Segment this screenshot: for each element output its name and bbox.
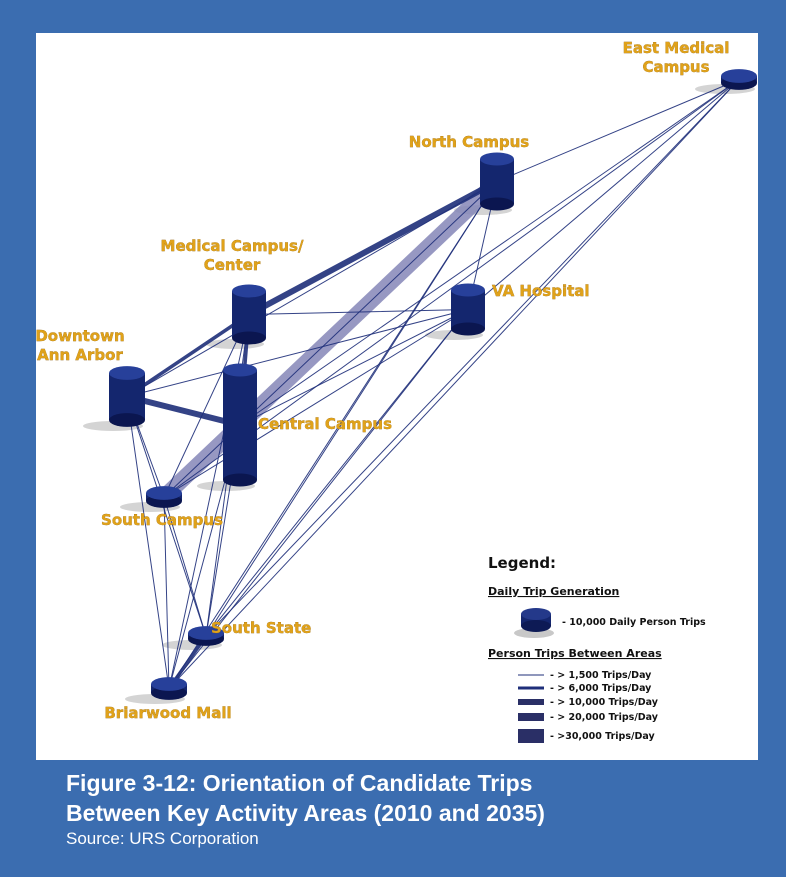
trip-edge bbox=[239, 79, 740, 426]
trip-edge bbox=[163, 181, 498, 498]
trip-edge bbox=[126, 396, 170, 689]
trip-edge bbox=[125, 312, 251, 399]
node-label-va-hospital: VA Hospital bbox=[492, 282, 590, 300]
node-label-medical-campus: Medical Campus/Center bbox=[161, 237, 304, 274]
legend-between-heading: Person Trips Between Areas bbox=[488, 647, 662, 660]
node-cylinder-downtown bbox=[109, 366, 145, 427]
trip-edge bbox=[168, 309, 469, 689]
legend-line-item: - >30,000 Trips/Day bbox=[550, 731, 655, 742]
node-cylinder-central-campus bbox=[223, 363, 257, 487]
node-label-north-campus: North Campus bbox=[409, 133, 530, 151]
trip-edge bbox=[163, 496, 170, 689]
node-cylinder-south-state bbox=[188, 626, 224, 646]
caption-title-line-1: Figure 3-12: Orientation of Candidate Tr… bbox=[66, 770, 533, 796]
trip-edge bbox=[163, 496, 207, 637]
legend-cylinder-icon bbox=[514, 608, 554, 638]
legend-line-swatch bbox=[518, 686, 544, 690]
trip-edge bbox=[163, 79, 740, 498]
trip-edge bbox=[126, 309, 469, 397]
trip-edge bbox=[248, 309, 469, 315]
legend-line-swatch bbox=[518, 699, 544, 705]
legend-line-item: - > 6,000 Trips/Day bbox=[550, 683, 652, 694]
legend-title: Legend: bbox=[488, 554, 556, 572]
legend-line-item: - > 1,500 Trips/Day bbox=[550, 670, 652, 681]
trip-edge bbox=[467, 79, 740, 310]
trip-edge bbox=[246, 178, 500, 318]
node-cylinder-va-hospital bbox=[451, 283, 485, 336]
node-cylinder-medical-campus bbox=[232, 284, 266, 345]
trip-edge bbox=[126, 396, 207, 637]
trip-edge bbox=[163, 309, 469, 498]
trip-edge bbox=[124, 393, 243, 428]
trip-edge bbox=[163, 314, 250, 498]
node-cylinder-east-medical bbox=[721, 69, 757, 90]
caption-source: Source: URS Corporation bbox=[66, 829, 259, 848]
trip-edges bbox=[124, 79, 740, 691]
trip-edge bbox=[205, 309, 469, 637]
node-label-south-campus: South Campus bbox=[101, 511, 223, 529]
legend-trip-generation-heading: Daily Trip Generation bbox=[488, 585, 619, 598]
legend: Legend: Daily Trip Generation - 10,000 D… bbox=[488, 554, 706, 743]
trip-edge bbox=[205, 79, 740, 637]
trip-edge bbox=[239, 309, 469, 426]
caption-title-line-2: Between Key Activity Areas (2010 and 203… bbox=[66, 800, 545, 826]
node-label-south-state: South State bbox=[211, 619, 311, 637]
trip-edge bbox=[496, 79, 740, 182]
legend-trip-generation-item: - 10,000 Daily Person Trips bbox=[562, 617, 706, 628]
node-cylinder-south-campus bbox=[146, 486, 182, 508]
legend-line-item: - > 10,000 Trips/Day bbox=[550, 697, 659, 708]
legend-line-item: - > 20,000 Trips/Day bbox=[550, 712, 659, 723]
activity-area-nodes bbox=[109, 69, 757, 700]
node-label-briarwood: Briarwood Mall bbox=[104, 704, 231, 722]
legend-line-swatch bbox=[518, 729, 544, 743]
node-shadows bbox=[83, 84, 755, 704]
legend-line-swatch bbox=[518, 713, 544, 721]
legend-line-swatch bbox=[518, 674, 544, 676]
trip-edge bbox=[168, 79, 740, 689]
trip-edge bbox=[126, 181, 498, 397]
trip-edge bbox=[168, 181, 498, 689]
node-label-central-campus: Central Campus bbox=[258, 415, 392, 433]
legend-line-swatches: - > 1,500 Trips/Day - > 6,000 Trips/Day - … bbox=[518, 670, 659, 743]
node-cylinder-briarwood bbox=[151, 677, 187, 700]
node-cylinder-north-campus bbox=[480, 152, 514, 211]
figure-caption: Figure 3-12: Orientation of Candidate Tr… bbox=[66, 768, 756, 850]
